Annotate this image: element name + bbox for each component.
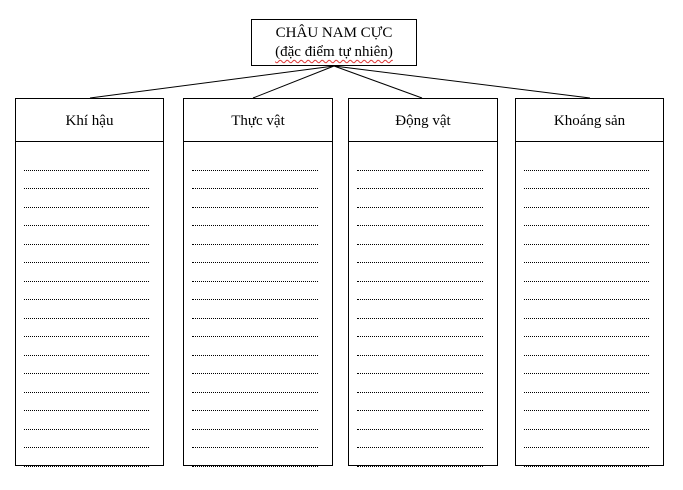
branch-thuc-vat: Thực vật	[183, 98, 333, 467]
dotted-answer-line	[24, 393, 149, 411]
dotted-answer-line	[357, 282, 483, 300]
dotted-answer-line	[192, 393, 318, 411]
dotted-answer-line	[357, 171, 483, 189]
dotted-answer-line	[24, 300, 149, 319]
dotted-answer-line	[357, 245, 483, 263]
connector-khoang-san	[333, 65, 591, 99]
dotted-answer-line	[524, 319, 649, 337]
dotted-answer-line	[192, 189, 318, 208]
connector-khi-hau	[89, 65, 335, 99]
branch-thuc-vat-label: Thực vật	[184, 99, 332, 142]
dotted-answer-line	[357, 356, 483, 374]
branch-dong-vat-label: Động vật	[349, 99, 497, 142]
dotted-answer-line	[524, 263, 649, 282]
blank-lines	[349, 142, 497, 467]
dotted-answer-line	[24, 430, 149, 448]
dotted-answer-line	[357, 189, 483, 208]
branch-khi-hau: Khí hậu	[15, 98, 164, 467]
dotted-answer-line	[24, 208, 149, 226]
dotted-answer-line	[357, 152, 483, 171]
dotted-answer-line	[357, 319, 483, 337]
dotted-answer-line	[24, 226, 149, 245]
dotted-answer-line	[357, 374, 483, 393]
dotted-answer-line	[524, 245, 649, 263]
root-title: CHÂU NAM CỰC	[275, 25, 393, 41]
dotted-answer-line	[192, 282, 318, 300]
dotted-answer-line	[357, 411, 483, 430]
dotted-answer-line	[24, 337, 149, 356]
dotted-answer-line	[192, 411, 318, 430]
dotted-answer-line	[357, 263, 483, 282]
dotted-answer-line	[24, 411, 149, 430]
dotted-answer-line	[524, 300, 649, 319]
dotted-answer-line	[524, 189, 649, 208]
root-subtitle: (đặc điểm tự nhiên)	[275, 44, 393, 60]
dotted-answer-line	[524, 208, 649, 226]
dotted-answer-line	[192, 245, 318, 263]
dotted-answer-line	[192, 208, 318, 226]
dotted-answer-line	[192, 356, 318, 374]
dotted-answer-line	[524, 430, 649, 448]
dotted-answer-line	[192, 337, 318, 356]
dotted-answer-line	[192, 448, 318, 467]
dotted-answer-line	[192, 374, 318, 393]
dotted-answer-line	[357, 430, 483, 448]
dotted-answer-line	[24, 319, 149, 337]
dotted-answer-line	[192, 430, 318, 448]
branch-dong-vat: Động vật	[348, 98, 498, 467]
dotted-answer-line	[524, 282, 649, 300]
branch-khoang-san-label: Khoáng sản	[516, 99, 663, 142]
dotted-answer-line	[524, 374, 649, 393]
dotted-answer-line	[24, 374, 149, 393]
branch-khoang-san: Khoáng sản	[515, 98, 664, 467]
dotted-answer-line	[192, 226, 318, 245]
dotted-answer-line	[24, 356, 149, 374]
connector-thuc-vat	[252, 65, 335, 99]
dotted-answer-line	[524, 448, 649, 467]
dotted-answer-line	[357, 208, 483, 226]
dotted-answer-line	[524, 337, 649, 356]
dotted-answer-line	[524, 152, 649, 171]
dotted-answer-line	[24, 245, 149, 263]
dotted-answer-line	[357, 448, 483, 467]
dotted-answer-line	[192, 263, 318, 282]
root-node: CHÂU NAM CỰC (đặc điểm tự nhiên)	[251, 19, 417, 66]
dotted-answer-line	[192, 300, 318, 319]
blank-lines	[516, 142, 663, 467]
dotted-answer-line	[524, 393, 649, 411]
dotted-answer-line	[24, 263, 149, 282]
dotted-answer-line	[524, 356, 649, 374]
branch-khi-hau-label: Khí hậu	[16, 99, 163, 142]
dotted-answer-line	[357, 226, 483, 245]
dotted-answer-line	[24, 152, 149, 171]
dotted-answer-line	[524, 411, 649, 430]
dotted-answer-line	[24, 282, 149, 300]
dotted-answer-line	[524, 226, 649, 245]
dotted-answer-line	[24, 448, 149, 467]
dotted-answer-line	[357, 393, 483, 411]
dotted-answer-line	[24, 189, 149, 208]
blank-lines	[16, 142, 163, 467]
dotted-answer-line	[192, 319, 318, 337]
dotted-answer-line	[24, 171, 149, 189]
blank-lines	[184, 142, 332, 467]
dotted-answer-line	[192, 152, 318, 171]
connector-dong-vat	[333, 65, 423, 99]
dotted-answer-line	[357, 337, 483, 356]
dotted-answer-line	[357, 300, 483, 319]
dotted-answer-line	[524, 171, 649, 189]
dotted-answer-line	[192, 171, 318, 189]
